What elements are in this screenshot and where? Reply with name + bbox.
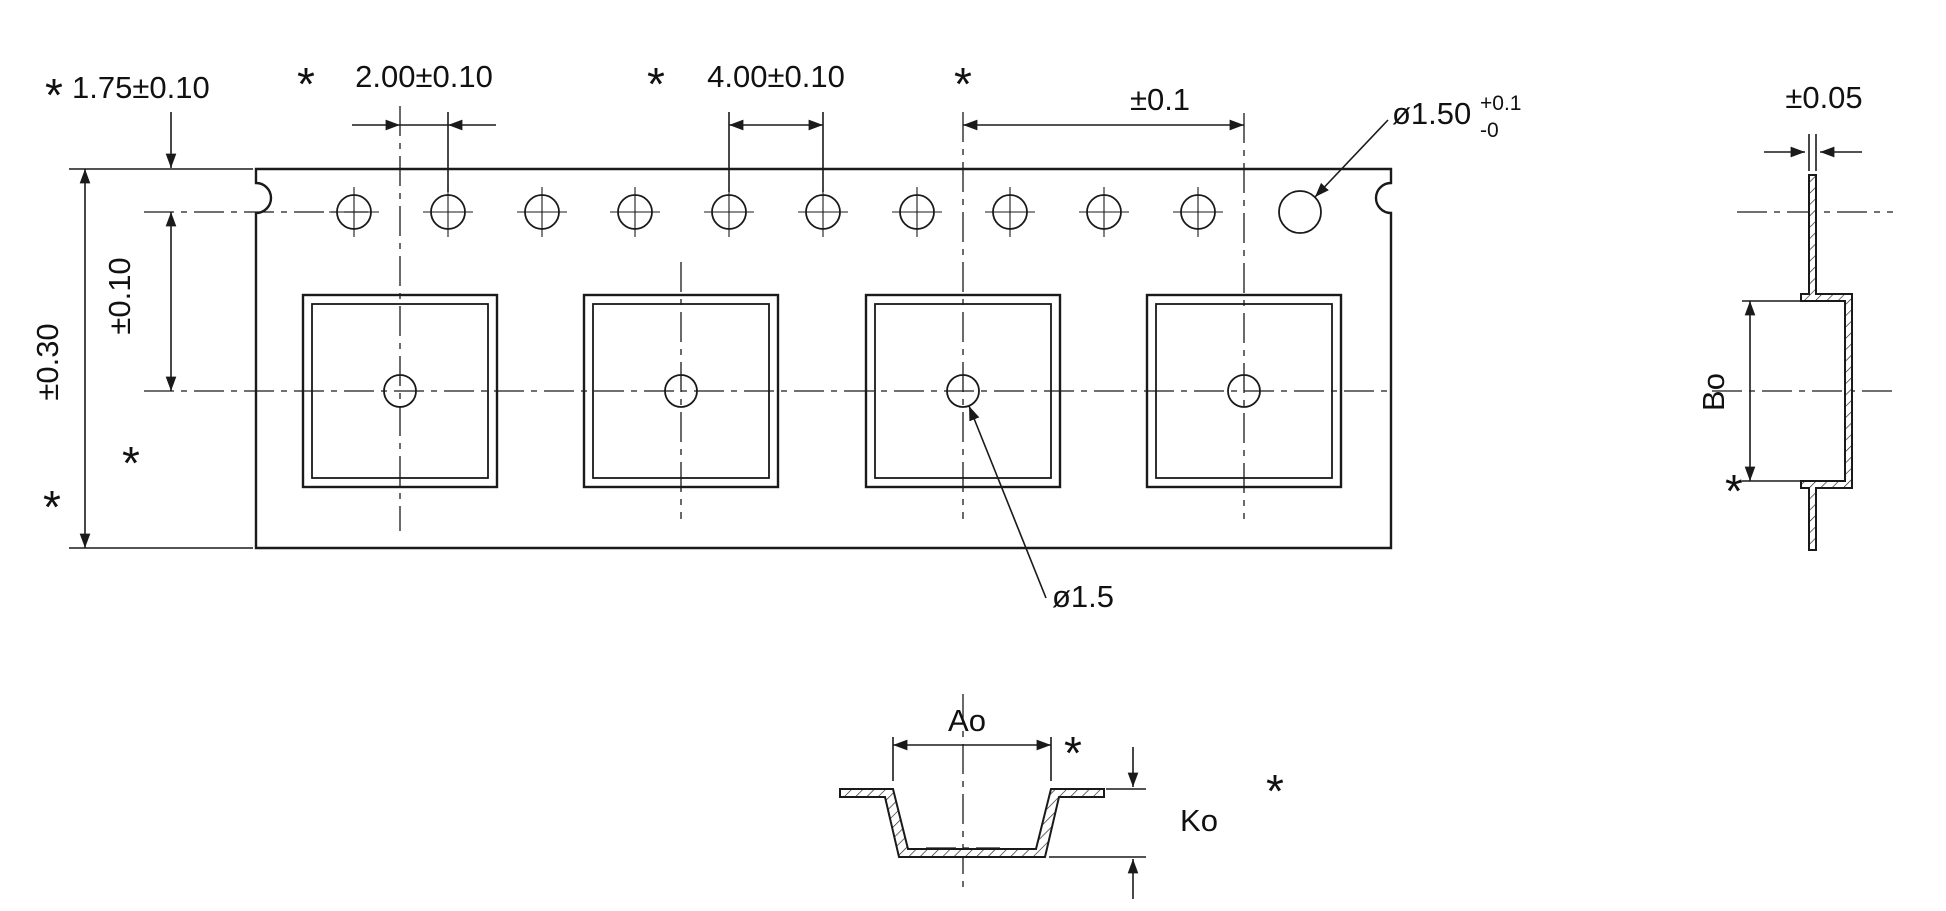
asterisk-mark: * bbox=[122, 437, 140, 489]
dim-sprocket-to-pocket-label: 2.00±0.10 bbox=[355, 59, 493, 94]
sprocket-hole-callout-target bbox=[1278, 190, 1322, 234]
sprocket-hole-dia-label: ø1.50 bbox=[1392, 96, 1471, 131]
dim-sprocket-to-pocket: * 2.00±0.10 bbox=[297, 58, 496, 192]
pocket-cross-section bbox=[839, 788, 1105, 858]
callout-sprocket-hole-dia: ø1.50 +0.1 -0 bbox=[1314, 92, 1521, 198]
asterisk-mark: * bbox=[45, 69, 63, 121]
left-asterisks: * * bbox=[43, 437, 140, 533]
asterisk-mark: * bbox=[43, 481, 61, 533]
asterisk-mark: * bbox=[647, 58, 665, 110]
dim-edge-to-sprocket: * 1.75±0.10 bbox=[45, 69, 210, 168]
dim-tape-thickness: ±0.05 bbox=[1764, 80, 1863, 171]
dim-pocket-width-bo: Bo * bbox=[1696, 300, 1807, 517]
dim-pocket-depth-ko: Ko * bbox=[1049, 747, 1284, 899]
dim-pocket-pitch: * ±0.1 bbox=[954, 58, 1244, 131]
asterisk-mark: * bbox=[1725, 465, 1743, 517]
callout-pocket-hole-dia: ø1.5 bbox=[968, 405, 1114, 614]
dim-pocket-pitch-label: ±0.1 bbox=[1130, 82, 1190, 117]
dim-tape-thickness-label: ±0.05 bbox=[1785, 80, 1862, 115]
dim-tape-width-label: ±0.30 bbox=[30, 323, 65, 400]
tape-top-view bbox=[144, 106, 1393, 550]
dim-tape-width: ±0.30 bbox=[30, 168, 253, 549]
dim-edge-to-sprocket-label: 1.75±0.10 bbox=[72, 70, 210, 105]
asterisk-mark: * bbox=[297, 58, 315, 110]
dim-sprocket-pitch-label: 4.00±0.10 bbox=[707, 59, 845, 94]
dim-pocket-width-label: Bo bbox=[1696, 373, 1731, 411]
pocket-hole-dia-label: ø1.5 bbox=[1052, 579, 1114, 614]
dim-sprocket-pitch: * 4.00±0.10 bbox=[647, 58, 845, 192]
tape-side-view: ±0.05 Bo * bbox=[1696, 80, 1893, 551]
tape-cross-section bbox=[1800, 174, 1853, 551]
tape-outline bbox=[254, 167, 1393, 550]
center-lines bbox=[144, 106, 1388, 531]
pocket-section-view: Ao * Ko * bbox=[839, 694, 1284, 899]
asterisk-mark: * bbox=[1266, 765, 1284, 817]
sprocket-hole-dia-tol-plus: +0.1 bbox=[1480, 92, 1521, 115]
dim-pocket-depth-label: Ko bbox=[1180, 803, 1218, 838]
asterisk-mark: * bbox=[1064, 727, 1082, 779]
dim-pocket-length-label: Ao bbox=[948, 703, 986, 738]
dim-sprocket-to-pocket-center: ±0.10 bbox=[102, 212, 177, 391]
dim-pocket-length-ao: Ao * bbox=[892, 703, 1082, 781]
asterisk-mark: * bbox=[954, 58, 972, 110]
dim-sprocket-to-pocket-center-label: ±0.10 bbox=[102, 257, 137, 334]
sprocket-holes bbox=[328, 186, 1322, 238]
sprocket-hole-dia-tol-minus: -0 bbox=[1480, 119, 1499, 142]
